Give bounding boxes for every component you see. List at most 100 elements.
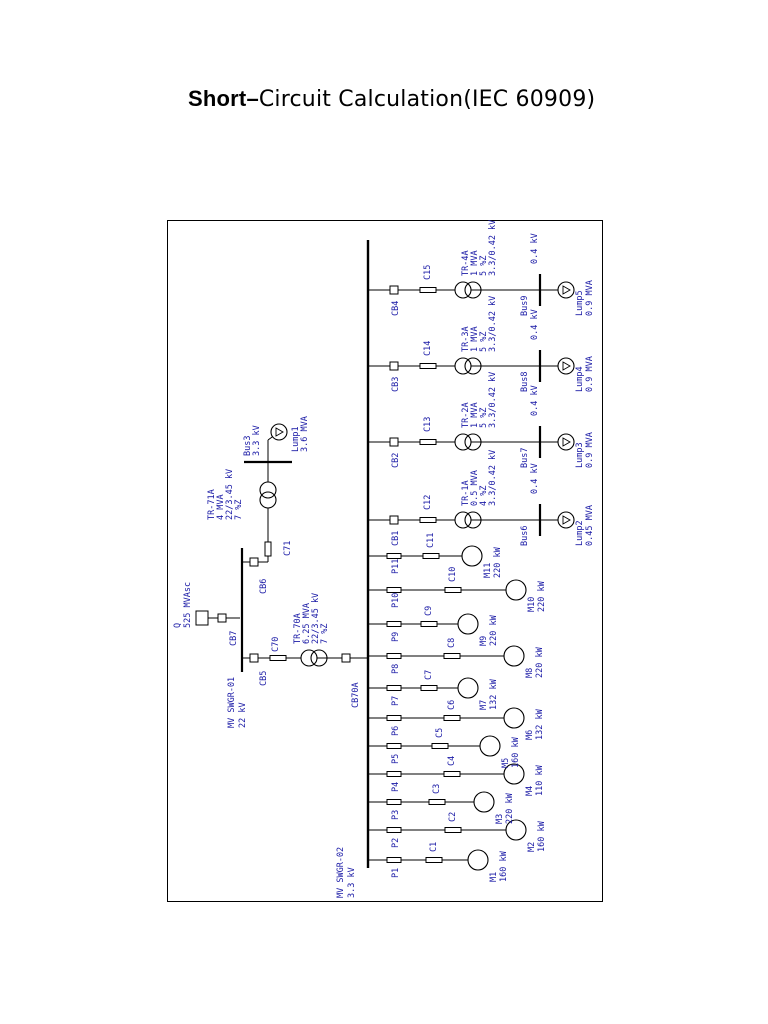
motor-11-name: M1	[489, 872, 499, 882]
motor-4-name: M8	[525, 668, 535, 678]
mv-swgr-01-name: MV SWGR-01	[227, 677, 237, 728]
motor-3-cable-label: C9	[424, 606, 434, 616]
c71-cable	[264, 541, 272, 557]
cb7-breaker	[217, 613, 227, 623]
feeder-2-breaker	[389, 361, 399, 371]
lump1-name: Lump1	[291, 426, 301, 452]
motor-8-fuse-label: P4	[391, 782, 401, 792]
motor-7-fuse	[386, 743, 402, 749]
feeder-2-tx-z: 5 %Z	[479, 332, 489, 352]
tr-71a-winding-2	[259, 481, 277, 499]
feeder-2-tx-ratio: 3.3/0.42 kV	[488, 296, 498, 352]
motor-5-rating: 132 kW	[489, 678, 499, 710]
feeder-1-bus-name: Bus9	[520, 296, 530, 316]
motor-9-name: M3	[495, 814, 505, 824]
motor-9-cable-label: C3	[432, 784, 442, 794]
feeder-4-transformer-winding	[464, 511, 482, 529]
motor-1-name: M11	[483, 563, 493, 578]
feeder-1-tx-rating: 1 MVA	[470, 250, 480, 276]
motor-5-name: M7	[479, 700, 489, 710]
feeder-2-transformer-winding	[464, 357, 482, 375]
motor-2-rating: 220 kW	[537, 580, 547, 612]
feeder-3-tx-name: TR-2A	[461, 402, 471, 428]
motor-2-fuse	[386, 587, 402, 593]
feeder-4-load-name: Lump2	[575, 520, 585, 546]
feeder-3-cable	[419, 439, 437, 445]
motor-7-cable-label: C5	[435, 728, 445, 738]
motor-6-cable	[443, 715, 461, 721]
feeder-1-cable	[419, 287, 437, 293]
motor-8-name: M4	[525, 786, 535, 796]
motor-2-fuse-label: P10	[391, 593, 401, 608]
feeder-4-bus-voltage: 0.4 kV	[530, 463, 540, 494]
feeder-2-transformer	[454, 357, 472, 375]
motor-5-cable	[420, 685, 438, 691]
feeder-1-tx-ratio: 3.3/0.42 kV	[488, 220, 498, 276]
cb5-breaker	[249, 653, 259, 663]
grid-name: Q	[173, 623, 183, 628]
tr-70a-ratio: 22/3.45 kV	[311, 593, 321, 644]
feeder-3-transformer	[454, 433, 472, 451]
motor-10-cable	[444, 827, 462, 833]
motor-3-rating: 220 kW	[489, 614, 499, 646]
feeder-4-breaker-label: CB1	[391, 531, 401, 546]
motor-1-rating: 220 kW	[493, 546, 503, 578]
grid-rating: 525 MVAsc	[183, 582, 193, 628]
feeder-1-tx-z: 5 %Z	[479, 256, 489, 276]
cb5-label: CB5	[259, 671, 269, 686]
motor-7-cable	[431, 743, 449, 749]
feeder-3-load-rating: 0.9 MVA	[585, 432, 595, 468]
motor-10-rating: 160 kW	[537, 820, 547, 852]
feeder-2-cable	[419, 363, 437, 369]
motor-3-fuse-label: P9	[391, 632, 401, 642]
motor-7-name: M5	[501, 758, 511, 768]
motor-4-fuse	[386, 653, 402, 659]
c70-label: C70	[271, 637, 281, 652]
title-part-2: Circuit Calculation(IEC 60909)	[258, 87, 596, 112]
feeder-4-tx-z: 4 %Z	[479, 486, 489, 506]
motor-6-fuse	[386, 715, 402, 721]
feeder-3-breaker	[389, 437, 399, 447]
cb70a-breaker	[341, 653, 351, 663]
feeder-4-tx-ratio: 3.3/0.42 kV	[488, 450, 498, 506]
feeder-4-transformer	[454, 511, 472, 529]
feeder-4-load-rating: 0.45 MVA	[585, 505, 595, 546]
motor-11-rating: 160 kW	[499, 850, 509, 882]
motor-1-cable	[422, 553, 440, 559]
motor-10-symbol	[505, 819, 527, 841]
c70-cable	[269, 655, 287, 661]
feeder-4-cable-label: C12	[423, 495, 433, 510]
feeder-1-cable-label: C15	[423, 265, 433, 280]
feeder-3-bus-voltage: 0.4 kV	[530, 385, 540, 416]
bus3-voltage: 3.3 kV	[252, 425, 262, 456]
feeder-2-breaker-label: CB3	[391, 377, 401, 392]
motor-8-symbol	[503, 763, 525, 785]
tr-70a-rating: 6.25 MVA	[302, 603, 312, 644]
title-part-1: Short–	[188, 86, 259, 111]
tr-71a-winding-1	[259, 491, 277, 509]
feeder-1-bus-voltage: 0.4 kV	[530, 233, 540, 264]
motor-6-fuse-label: P6	[391, 726, 401, 736]
motor-6-rating: 132 kW	[535, 708, 545, 740]
motor-10-name: M2	[527, 842, 537, 852]
motor-8-cable-label: C4	[447, 756, 457, 766]
feeder-1-transformer	[454, 281, 472, 299]
feeder-1-lump-load-arrow	[562, 285, 571, 295]
motor-3-symbol	[457, 613, 479, 635]
tr-71a-rating: 4 MVA	[216, 494, 226, 520]
tr-70a-symbol	[300, 649, 318, 667]
feeder-1-load-name: Lump5	[575, 290, 585, 316]
feeder-2-cable-label: C14	[423, 341, 433, 356]
motor-1-symbol	[461, 545, 483, 567]
cb70a-label: CB70A	[351, 682, 361, 708]
motor-11-cable-label: C1	[429, 842, 439, 852]
feeder-1-load-rating: 0.9 MVA	[585, 280, 595, 316]
motor-9-rating: 220 kW	[505, 792, 515, 824]
feeder-2-load-name: Lump4	[575, 366, 585, 392]
tr-71a-ratio: 22/3.45 kV	[225, 469, 235, 520]
motor-10-fuse	[386, 827, 402, 833]
feeder-3-breaker-label: CB2	[391, 453, 401, 468]
tr-70a-name: TR-70A	[293, 613, 303, 644]
feeder-3-bus-name: Bus7	[520, 448, 530, 468]
